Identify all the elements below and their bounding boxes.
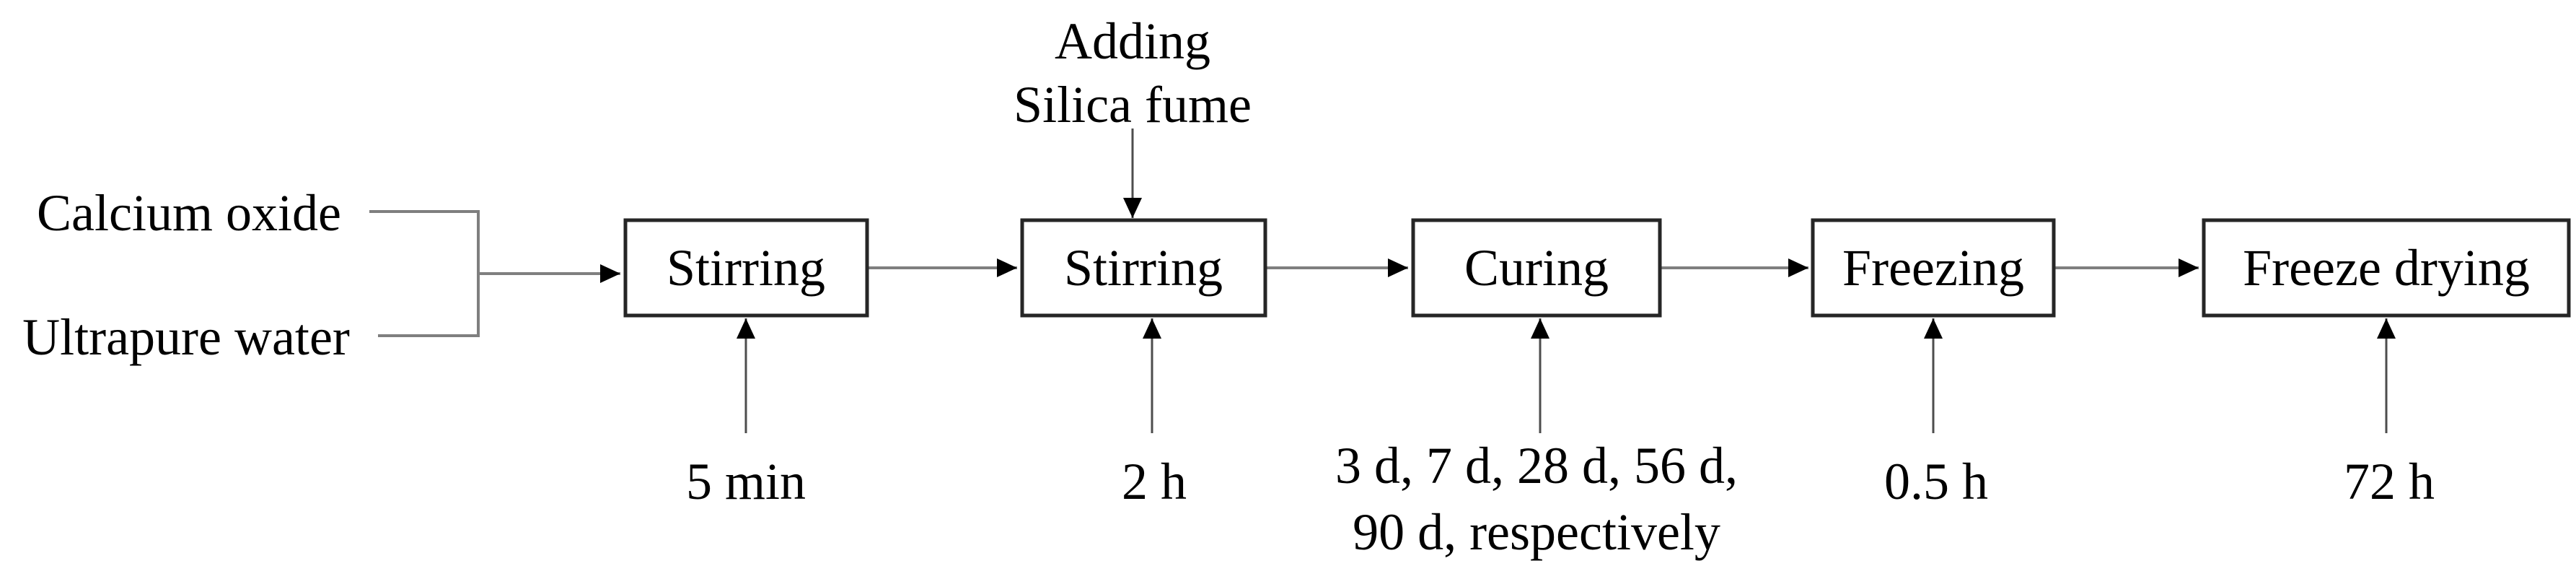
annotation-duration-05h: 0.5 h [1884, 453, 1988, 510]
process-box-freezing [1811, 218, 2056, 318]
process-box-curing [1411, 218, 1662, 318]
annotation-duration-curing-line1: 3 d, 7 d, 28 d, 56 d, [1335, 437, 1738, 495]
process-box-curing-label: Curing [1464, 239, 1609, 297]
process-box-freeze-drying-label: Freeze drying [2243, 239, 2530, 297]
annotation-duration-5min: 5 min [686, 453, 806, 510]
annotation-duration-2h: 2 h [1122, 453, 1187, 510]
process-box-freezing-label: Freezing [1842, 239, 2024, 297]
process-box-stirring-2 [1020, 218, 1267, 318]
process-box-stirring-1 [623, 218, 869, 318]
process-box-stirring-2-label: Stirring [1064, 239, 1223, 297]
annotation-adding-line1: Adding [1055, 12, 1210, 70]
input-label-ultrapure-water: Ultrapure water [22, 308, 350, 366]
process-box-stirring-1-label: Stirring [667, 239, 825, 297]
annotation-adding-line2: Silica fume [1014, 76, 1252, 134]
annotation-duration-curing-line2: 90 d, respectively [1353, 503, 1720, 561]
input-label-calcium-oxide: Calcium oxide [37, 184, 341, 242]
process-box-freeze-drying [2202, 218, 2571, 318]
annotation-duration-72h: 72 h [2344, 453, 2435, 510]
